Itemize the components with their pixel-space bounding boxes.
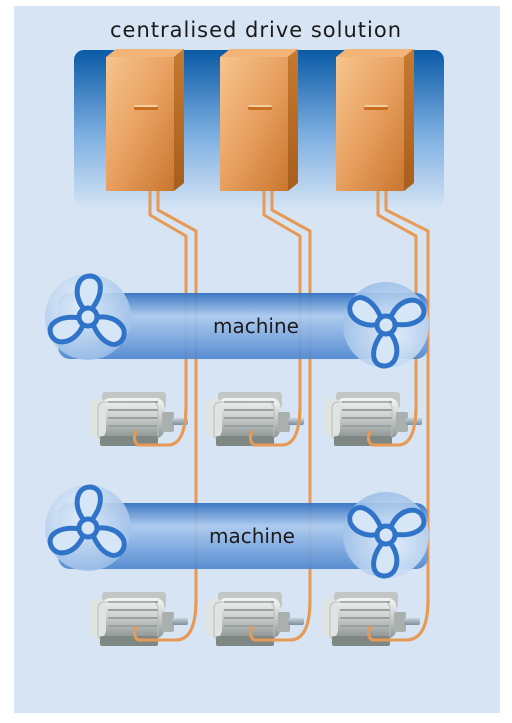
machine-label: machine [209, 524, 295, 548]
fan-icon [45, 274, 131, 360]
cable-terminal [366, 403, 418, 447]
cable-terminal [248, 403, 302, 447]
fan-icon [343, 492, 429, 578]
cabinet-icon [336, 49, 414, 191]
machine-label: machine [213, 314, 299, 338]
fan-icon [45, 485, 131, 571]
cable-terminal [132, 403, 188, 447]
cable-terminals [132, 403, 430, 642]
machine-1: machine [45, 274, 429, 368]
cable-terminal [248, 598, 312, 642]
fan-icon [343, 282, 429, 368]
cabinet-icon [220, 49, 298, 191]
cable-terminal [366, 598, 430, 642]
diagram-title: centralised drive solution [109, 18, 403, 42]
cable-terminal [132, 598, 198, 642]
machine-band [58, 293, 428, 359]
cabinet-icon [106, 49, 184, 191]
machine-2: machine [45, 485, 429, 578]
machine-band [58, 503, 428, 569]
